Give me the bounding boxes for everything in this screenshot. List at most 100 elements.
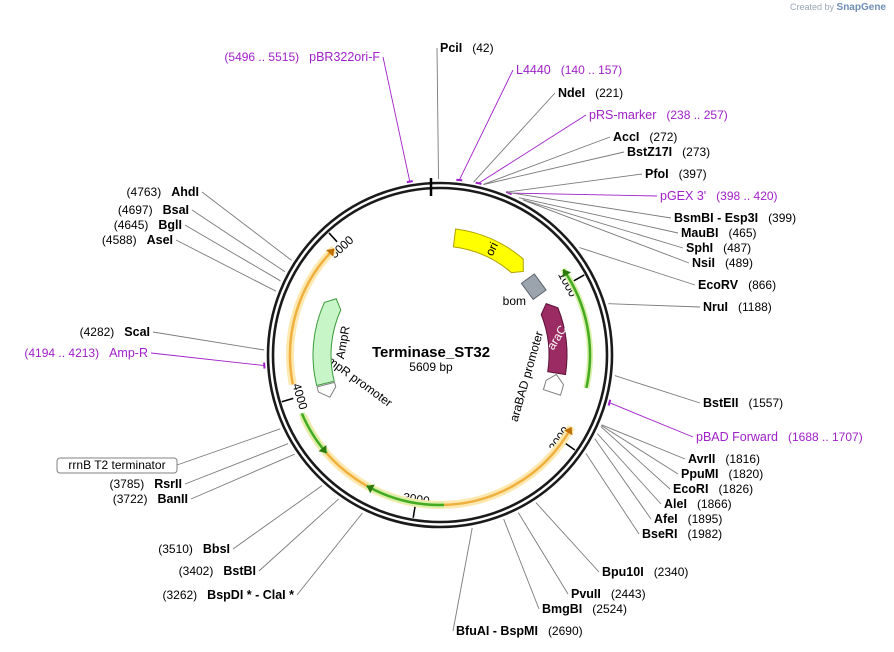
ori-label: ori (483, 240, 501, 258)
site-sphi: SphI(487) (686, 241, 751, 255)
bom-label: bom (503, 294, 526, 308)
site-bsmbi-esp3i: BsmBI - Esp3I (399) (674, 211, 796, 225)
site-ndei: NdeI (221) (558, 86, 623, 100)
site-bseri: BseRI (1982) (642, 527, 722, 541)
site-position: (1557) (748, 396, 783, 410)
leader-line (503, 518, 540, 610)
site-name: BsaI (163, 203, 189, 217)
arabad-promoter-feature (542, 373, 565, 396)
site-name: ScaI (124, 325, 150, 339)
site-position: (272) (649, 130, 677, 144)
leader-line (296, 512, 363, 596)
site-position: (1816) (725, 452, 760, 466)
leader-line (478, 114, 587, 184)
arabad-promoter-label: araBAD promoter (507, 330, 546, 424)
site-position: (42) (472, 41, 493, 55)
leader-line (579, 247, 696, 286)
site-position: (3510) (158, 542, 193, 556)
leader-line (436, 47, 439, 180)
site-name: pGEX 3' (660, 189, 706, 203)
rrnb-terminator-label: rrnB T2 terminator (56, 457, 178, 474)
tick-mark (412, 505, 416, 518)
site-bmgbi: BmgBI(2524) (542, 602, 627, 616)
site-position: (398 .. 420) (716, 189, 777, 203)
leader-line (522, 199, 684, 249)
site-name: Bpu10I (602, 565, 644, 579)
site-pgex-3: pGEX 3' (398 .. 420) (660, 189, 778, 203)
leader-line (201, 191, 292, 261)
site-position: (4645) (114, 218, 149, 232)
site-name: pBAD Forward (696, 430, 778, 444)
leader-line (609, 402, 694, 438)
site-position: (1982) (687, 527, 722, 541)
site-name: NdeI (558, 86, 585, 100)
leader-line (175, 239, 277, 292)
leader-line (608, 303, 701, 308)
site-position: (140 .. 157) (561, 63, 622, 77)
feature-outer-arcs (285, 245, 593, 509)
site-name: NsiI (692, 256, 715, 270)
site-name: BglI (158, 218, 182, 232)
site-name: BseRI (642, 527, 677, 541)
site-position: (1820) (729, 467, 764, 481)
leader-line (601, 425, 679, 475)
leader-line (232, 485, 323, 550)
site-pcii: PciI(42) (440, 41, 494, 55)
ampr-feature (312, 298, 342, 387)
leader-line (522, 199, 690, 264)
tick-mark (281, 397, 294, 403)
leader-line (585, 453, 640, 535)
site-name: L4440 (516, 63, 551, 77)
feature-arc-arrowhead (325, 248, 335, 257)
site-pbad-forward: pBAD Forward (1688 .. 1707) (696, 430, 863, 444)
site-position: (4194 .. 4213) (24, 346, 99, 360)
primer-site-marker (406, 180, 413, 184)
site-name: AfeI (654, 512, 678, 526)
tick-mark (564, 442, 576, 451)
site-position: (1188) (738, 300, 772, 314)
site-l4440: L4440 (140 .. 157) (516, 63, 622, 77)
arac-feature (540, 303, 568, 376)
site-position: (1688 .. 1707) (788, 430, 863, 444)
rrnb-terminator-box (56, 457, 178, 474)
site-afei: AfeI (1895) (654, 512, 722, 526)
site-name: BbsI (203, 542, 230, 556)
site-bsteii: BstEII (1557) (703, 396, 783, 410)
site-pbr322ori-f: pBR322ori-F(5496 .. 5515) (224, 50, 380, 64)
leader-line (452, 527, 473, 632)
rrnb-terminator-leader (176, 428, 281, 466)
site-position: (1895) (688, 512, 723, 526)
leader-line (508, 192, 658, 197)
feature-arc-arrowhead (366, 484, 375, 494)
leader-line (184, 224, 281, 282)
site-name: BstEII (703, 396, 738, 410)
tick-mark (328, 232, 338, 243)
feature-arc (288, 247, 336, 385)
site-name: RsrII (154, 477, 182, 491)
plasmid-size: 5609 bp (409, 360, 453, 374)
site-name: BsmBI - Esp3I (674, 211, 758, 225)
site-ahdi: AhdI(4763) (127, 185, 199, 199)
site-position: (221) (595, 86, 623, 100)
snapgene-logo: SnapGene (836, 2, 886, 13)
leader-line (601, 424, 686, 460)
snapgene-watermark: Created by SnapGene (790, 2, 886, 13)
site-name: NruI (703, 300, 728, 314)
site-position: (2340) (654, 565, 689, 579)
site-scai: ScaI(4282) (80, 325, 150, 339)
leader-line (152, 331, 265, 351)
site-name: AccI (613, 130, 639, 144)
leader-line (507, 191, 672, 219)
site-bstz17i: BstZ17I(273) (627, 145, 710, 159)
bom-feature (520, 273, 547, 301)
site-name: Amp-R (109, 346, 148, 360)
site-position: (487) (723, 241, 751, 255)
site-position: (399) (768, 211, 796, 225)
feature-arc (562, 268, 592, 389)
site-name: MauBI (681, 226, 719, 240)
ampr-label: AmpR (333, 324, 353, 360)
site-rsrii: RsrII (3785) (110, 477, 182, 491)
site-name: AhdI (171, 185, 199, 199)
site-position: (3785) (110, 477, 145, 491)
